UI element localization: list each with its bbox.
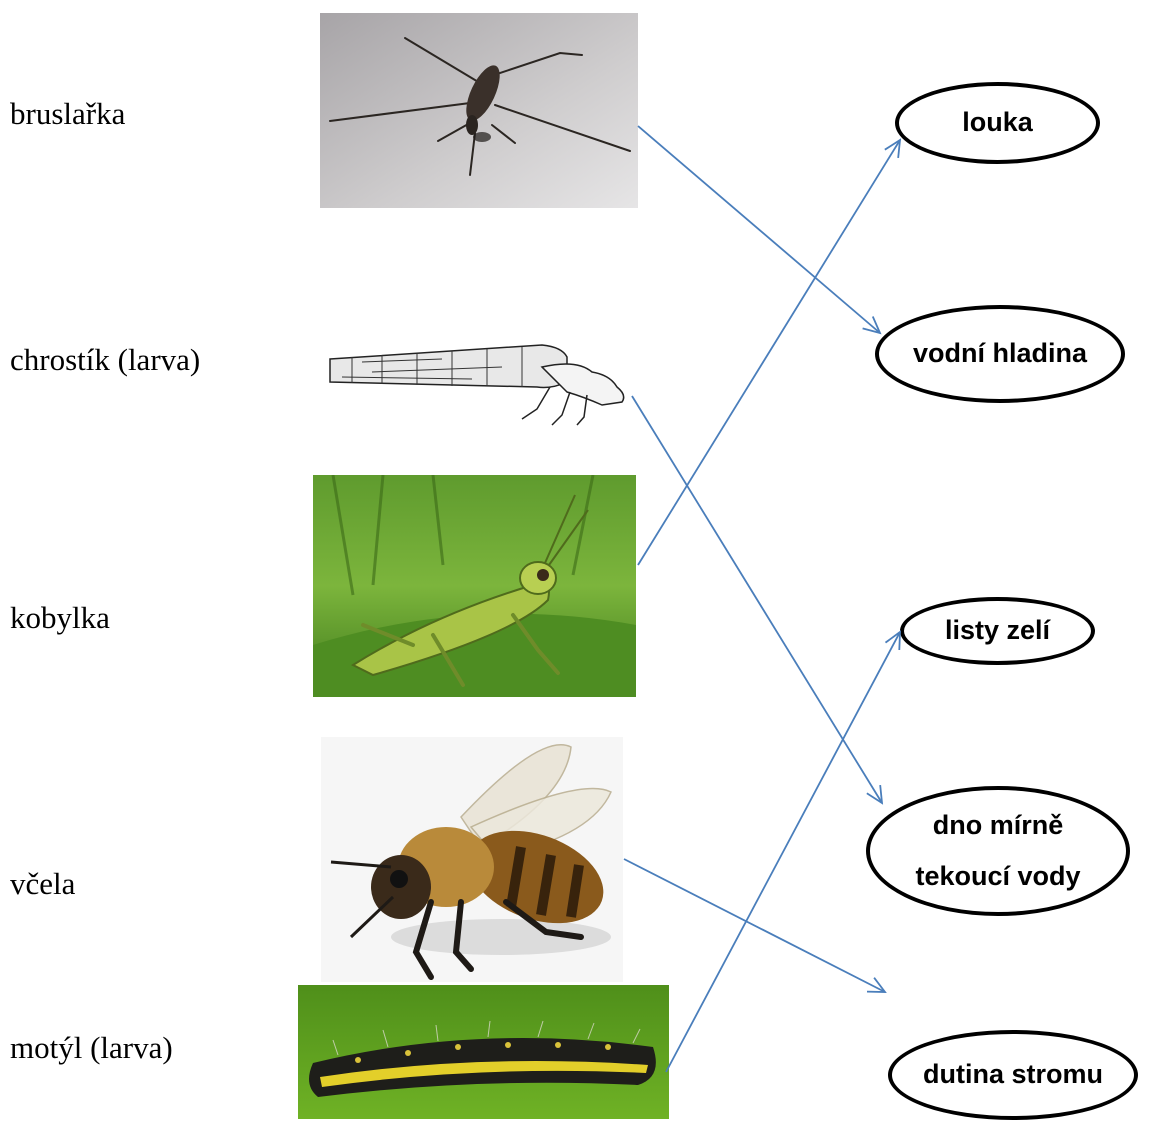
habitat-dno-line2: tekoucí vody	[915, 851, 1080, 902]
habitat-vodni-hladina: vodní hladina	[875, 305, 1125, 403]
water-strider-image	[320, 13, 638, 208]
habitat-dno-line1: dno mírně	[933, 800, 1064, 851]
arrow-chrostik-to-dno	[632, 396, 882, 803]
caterpillar-image	[298, 985, 669, 1119]
arrow-chrostik-to-dno-head	[867, 785, 882, 803]
animal-name-motyl: motýl (larva)	[10, 1030, 173, 1066]
habitat-louka: louka	[895, 82, 1100, 164]
habitat-dutina-stromu-label: dutina stromu	[923, 1049, 1103, 1100]
habitat-louka-label: louka	[962, 97, 1033, 148]
honeybee-image	[321, 737, 623, 982]
arrow-vcela-to-dutina-head	[867, 978, 885, 992]
arrow-motyl-to-listy	[666, 632, 900, 1072]
animal-name-chrostik: chrostík (larva)	[10, 342, 200, 378]
arrow-vcela-to-dutina	[624, 859, 885, 992]
animal-name-bruslarka: bruslařka	[10, 96, 125, 132]
habitat-dno-tekouci-vody: dno mírně tekoucí vody	[866, 786, 1130, 916]
animal-name-kobylka: kobylka	[10, 600, 110, 636]
arrow-motyl-to-listy-head	[885, 632, 900, 650]
habitat-listy-zeli-label: listy zelí	[945, 605, 1050, 656]
caddisfly-larva-image	[322, 337, 634, 429]
grasshopper-image	[313, 475, 636, 697]
arrow-kobylka-to-louka-head	[885, 140, 900, 158]
habitat-listy-zeli: listy zelí	[900, 597, 1095, 665]
habitat-vodni-hladina-label: vodní hladina	[913, 328, 1087, 379]
animal-name-vcela: včela	[10, 866, 75, 902]
habitat-dutina-stromu: dutina stromu	[888, 1030, 1138, 1120]
arrow-bruslarka-to-vodni-hladina-head	[863, 317, 880, 333]
arrow-bruslarka-to-vodni-hladina	[638, 126, 880, 333]
arrow-kobylka-to-louka	[638, 140, 900, 565]
